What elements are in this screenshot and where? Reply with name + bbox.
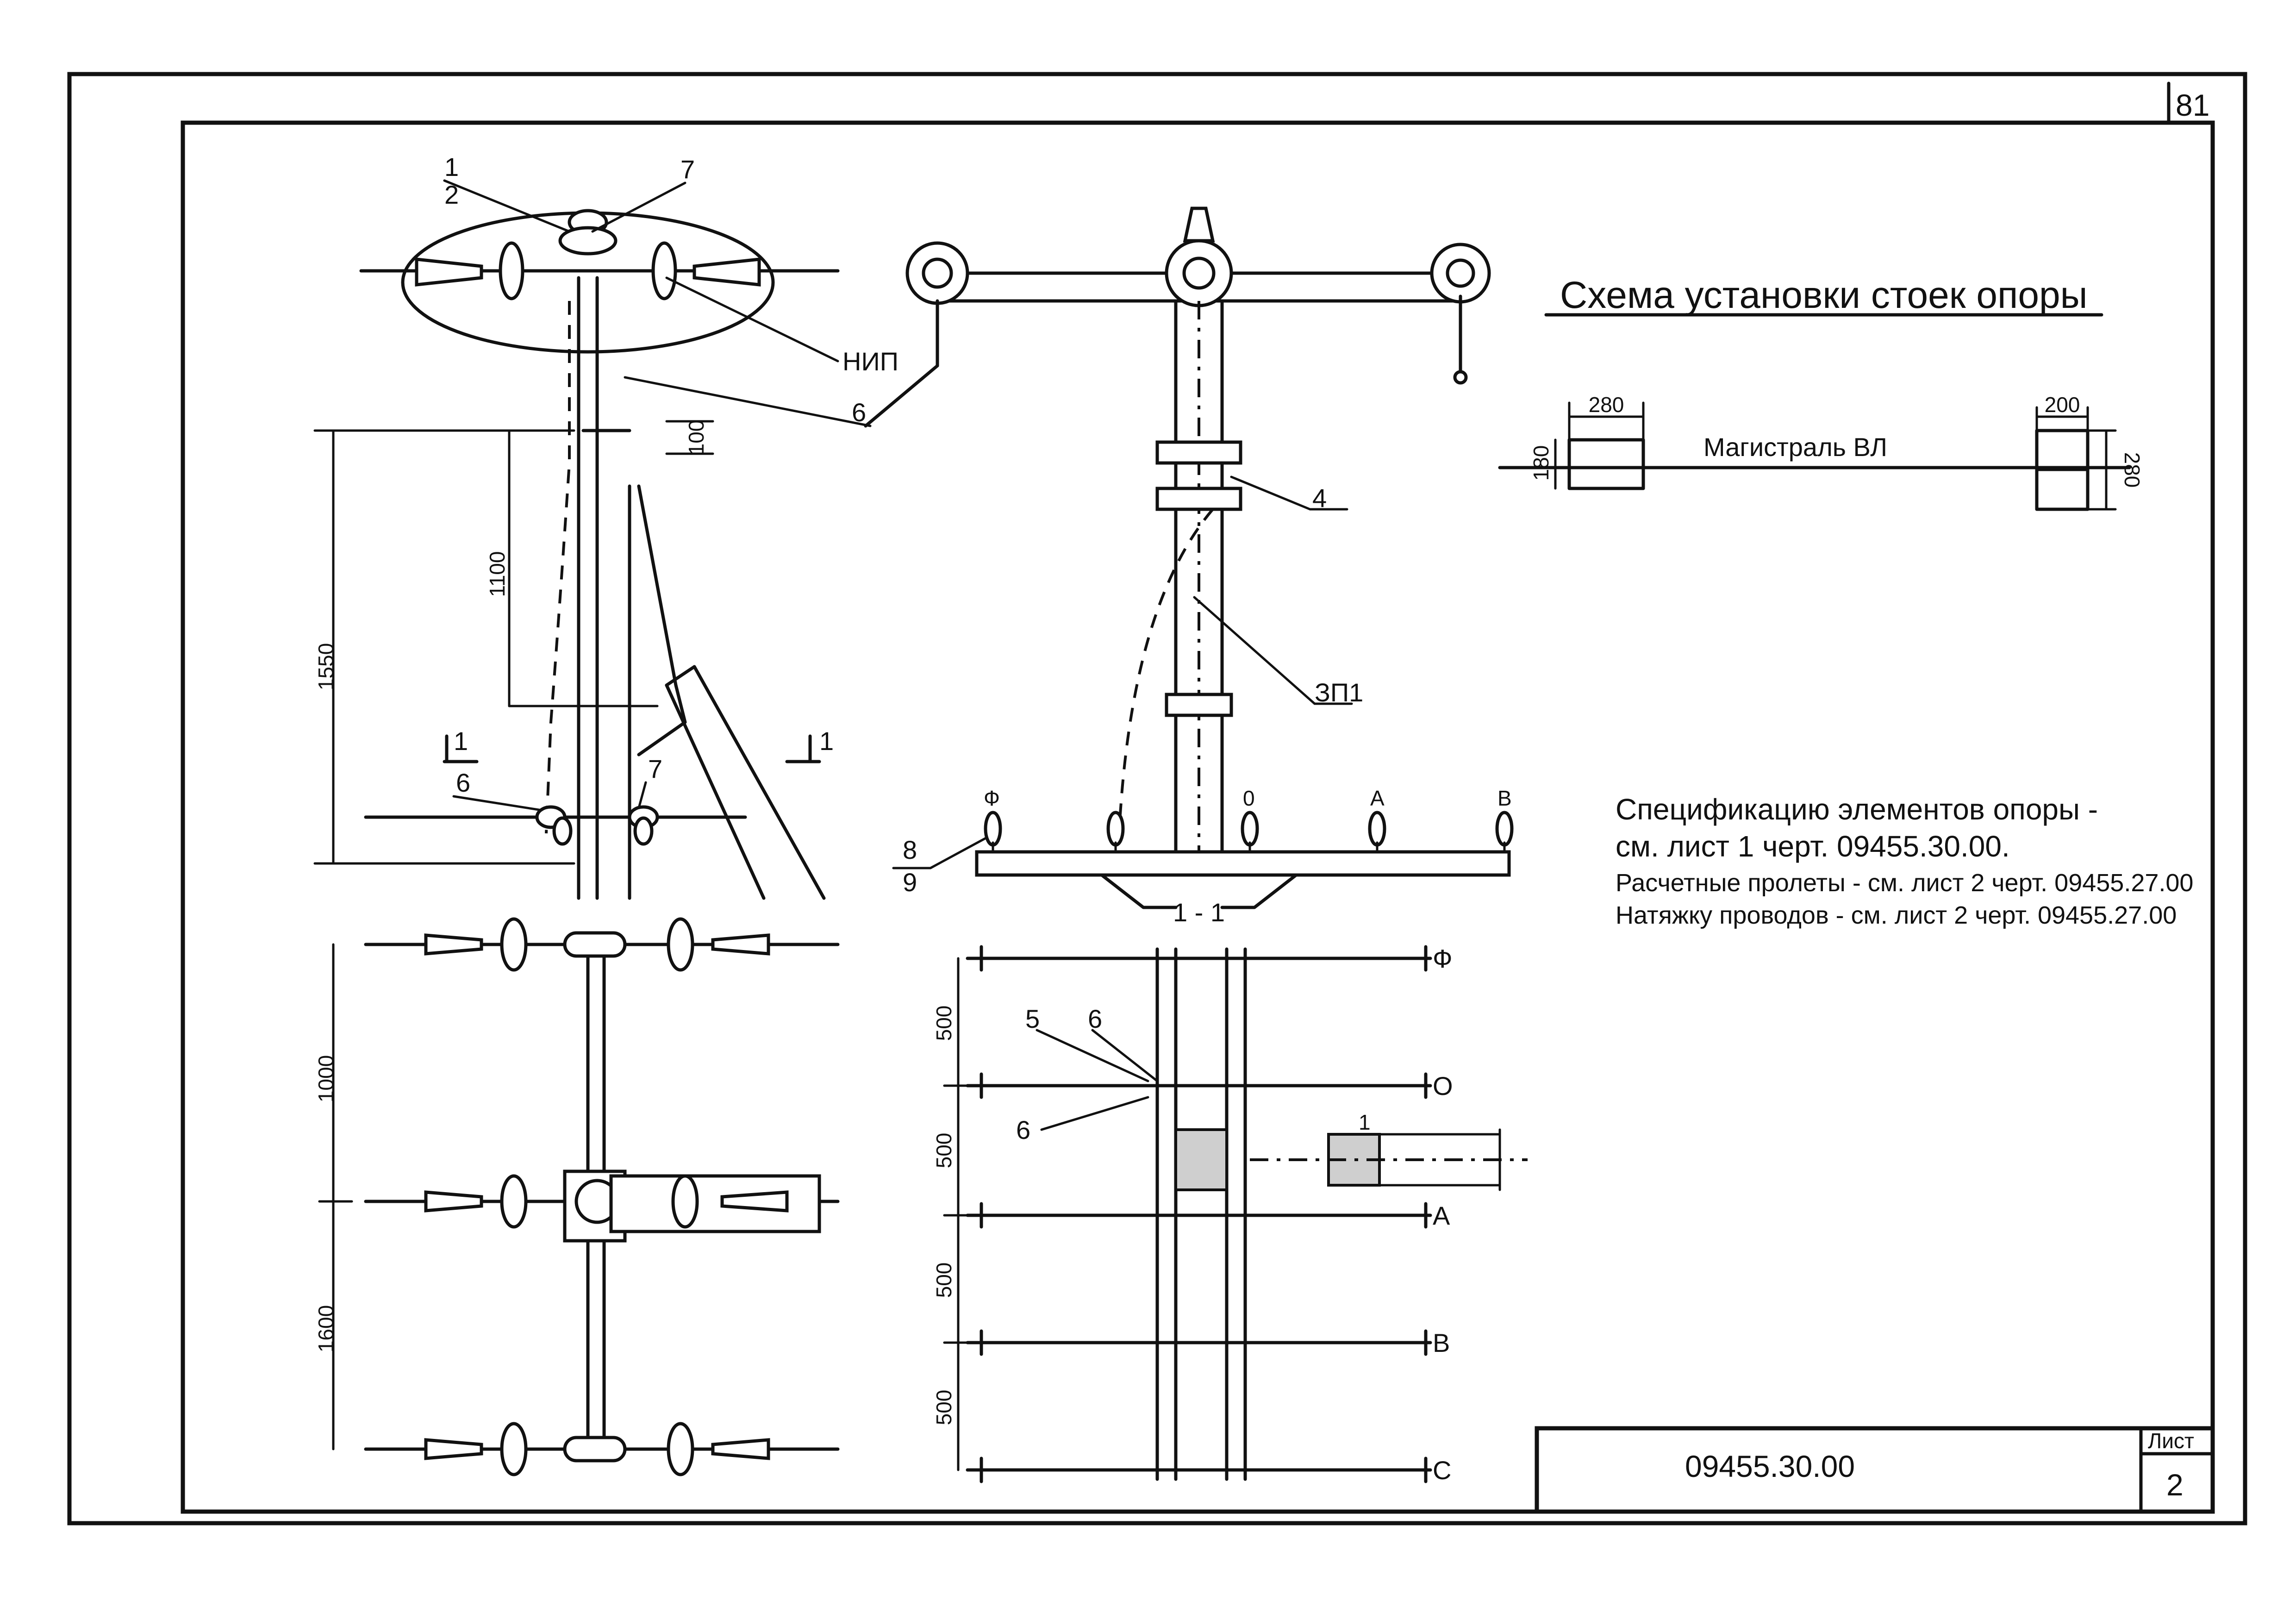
front-phase-b: В xyxy=(1497,786,1512,810)
scheme-dim-180: 180 xyxy=(1529,445,1553,481)
label-8: 8 xyxy=(903,835,917,864)
drawing-code: 09455.30.00 xyxy=(1685,1449,1855,1483)
section-right-mark: 1 xyxy=(819,726,834,756)
installation-scheme: Схема установки стоек опоры Магистраль В… xyxy=(1498,274,2144,511)
dim-100: 100 xyxy=(684,420,708,456)
phase-end-a: А xyxy=(1433,1201,1450,1230)
label-6-a: 6 xyxy=(1088,1004,1102,1033)
front-phase-0: 0 xyxy=(1243,786,1255,810)
phase-end-o: О xyxy=(1433,1071,1453,1100)
dim-1550: 1550 xyxy=(314,643,338,690)
scheme-dim-200: 200 xyxy=(2045,393,2080,417)
right-plan-view: 500 500 500 500 5 6 6 1 Ф О А В С xyxy=(932,944,1528,1485)
phase-end-f: Ф xyxy=(1433,944,1453,973)
scheme-dim-280: 280 xyxy=(1589,393,1624,417)
corner-number: 81 xyxy=(2176,88,2209,122)
side-view: 1550 1100 100 1 2 7 НИП 6 1 1 6 7 xyxy=(313,152,898,900)
spec-notes: Спецификацию элементов опоры - см. лист … xyxy=(1616,793,2193,929)
label-5: 5 xyxy=(1025,1004,1040,1033)
section-1-1: 1 - 1 xyxy=(1173,898,1225,927)
sheet-frames xyxy=(67,72,2247,1525)
front-phase-a: А xyxy=(1370,786,1385,810)
label-4: 4 xyxy=(1312,483,1327,513)
dim-1100: 1100 xyxy=(485,551,509,597)
dim-500-2: 500 xyxy=(932,1133,956,1169)
spec-line-1: Спецификацию элементов опоры - xyxy=(1616,793,2098,826)
label-9: 9 xyxy=(903,868,917,897)
spec-line-2: см. лист 1 черт. 09455.30.00. xyxy=(1616,830,2010,863)
dim-500-4: 500 xyxy=(932,1390,956,1425)
label-7-top: 7 xyxy=(680,155,695,184)
dim-500-1: 500 xyxy=(932,1006,956,1041)
label-nip: НИП xyxy=(842,347,898,376)
scheme-dim-280-vert: 280 xyxy=(2120,452,2144,488)
dim-1000: 1000 xyxy=(314,1055,338,1102)
front-phase-f: Ф xyxy=(984,786,1000,810)
phase-end-c: С xyxy=(1433,1456,1451,1485)
phase-end-b: В xyxy=(1433,1328,1450,1357)
spec-line-4: Натяжку проводов - см. лист 2 черт. 0945… xyxy=(1616,901,2177,929)
front-view: Ф 0 А В 8 9 4 ЗП1 1 - 1 xyxy=(864,206,1514,927)
dim-500-3: 500 xyxy=(932,1263,956,1298)
sheet-number: 2 xyxy=(2166,1468,2184,1502)
title-stamp: 09455.30.00 Лист 2 xyxy=(1535,1426,2215,1514)
label-2: 2 xyxy=(444,180,459,209)
label-zp1: ЗП1 xyxy=(1315,678,1363,707)
label-6-top: 6 xyxy=(852,398,866,427)
label-6-mid: 6 xyxy=(456,768,470,797)
label-1: 1 xyxy=(444,152,459,181)
section-left-mark: 1 xyxy=(454,726,468,756)
scheme-title: Схема установки стоек опоры xyxy=(1560,274,2088,316)
trunk-label: Магистраль ВЛ xyxy=(1703,432,1887,462)
spec-line-3: Расчетные пролеты - см. лист 2 черт. 094… xyxy=(1616,869,2193,897)
left-plan-view: 1000 1600 xyxy=(314,917,840,1476)
dim-1600: 1600 xyxy=(314,1305,338,1352)
sheet-label: Лист xyxy=(2148,1429,2194,1453)
label-1-box: 1 xyxy=(1359,1110,1371,1134)
label-7-mid: 7 xyxy=(648,754,662,783)
label-6-b: 6 xyxy=(1016,1115,1030,1144)
